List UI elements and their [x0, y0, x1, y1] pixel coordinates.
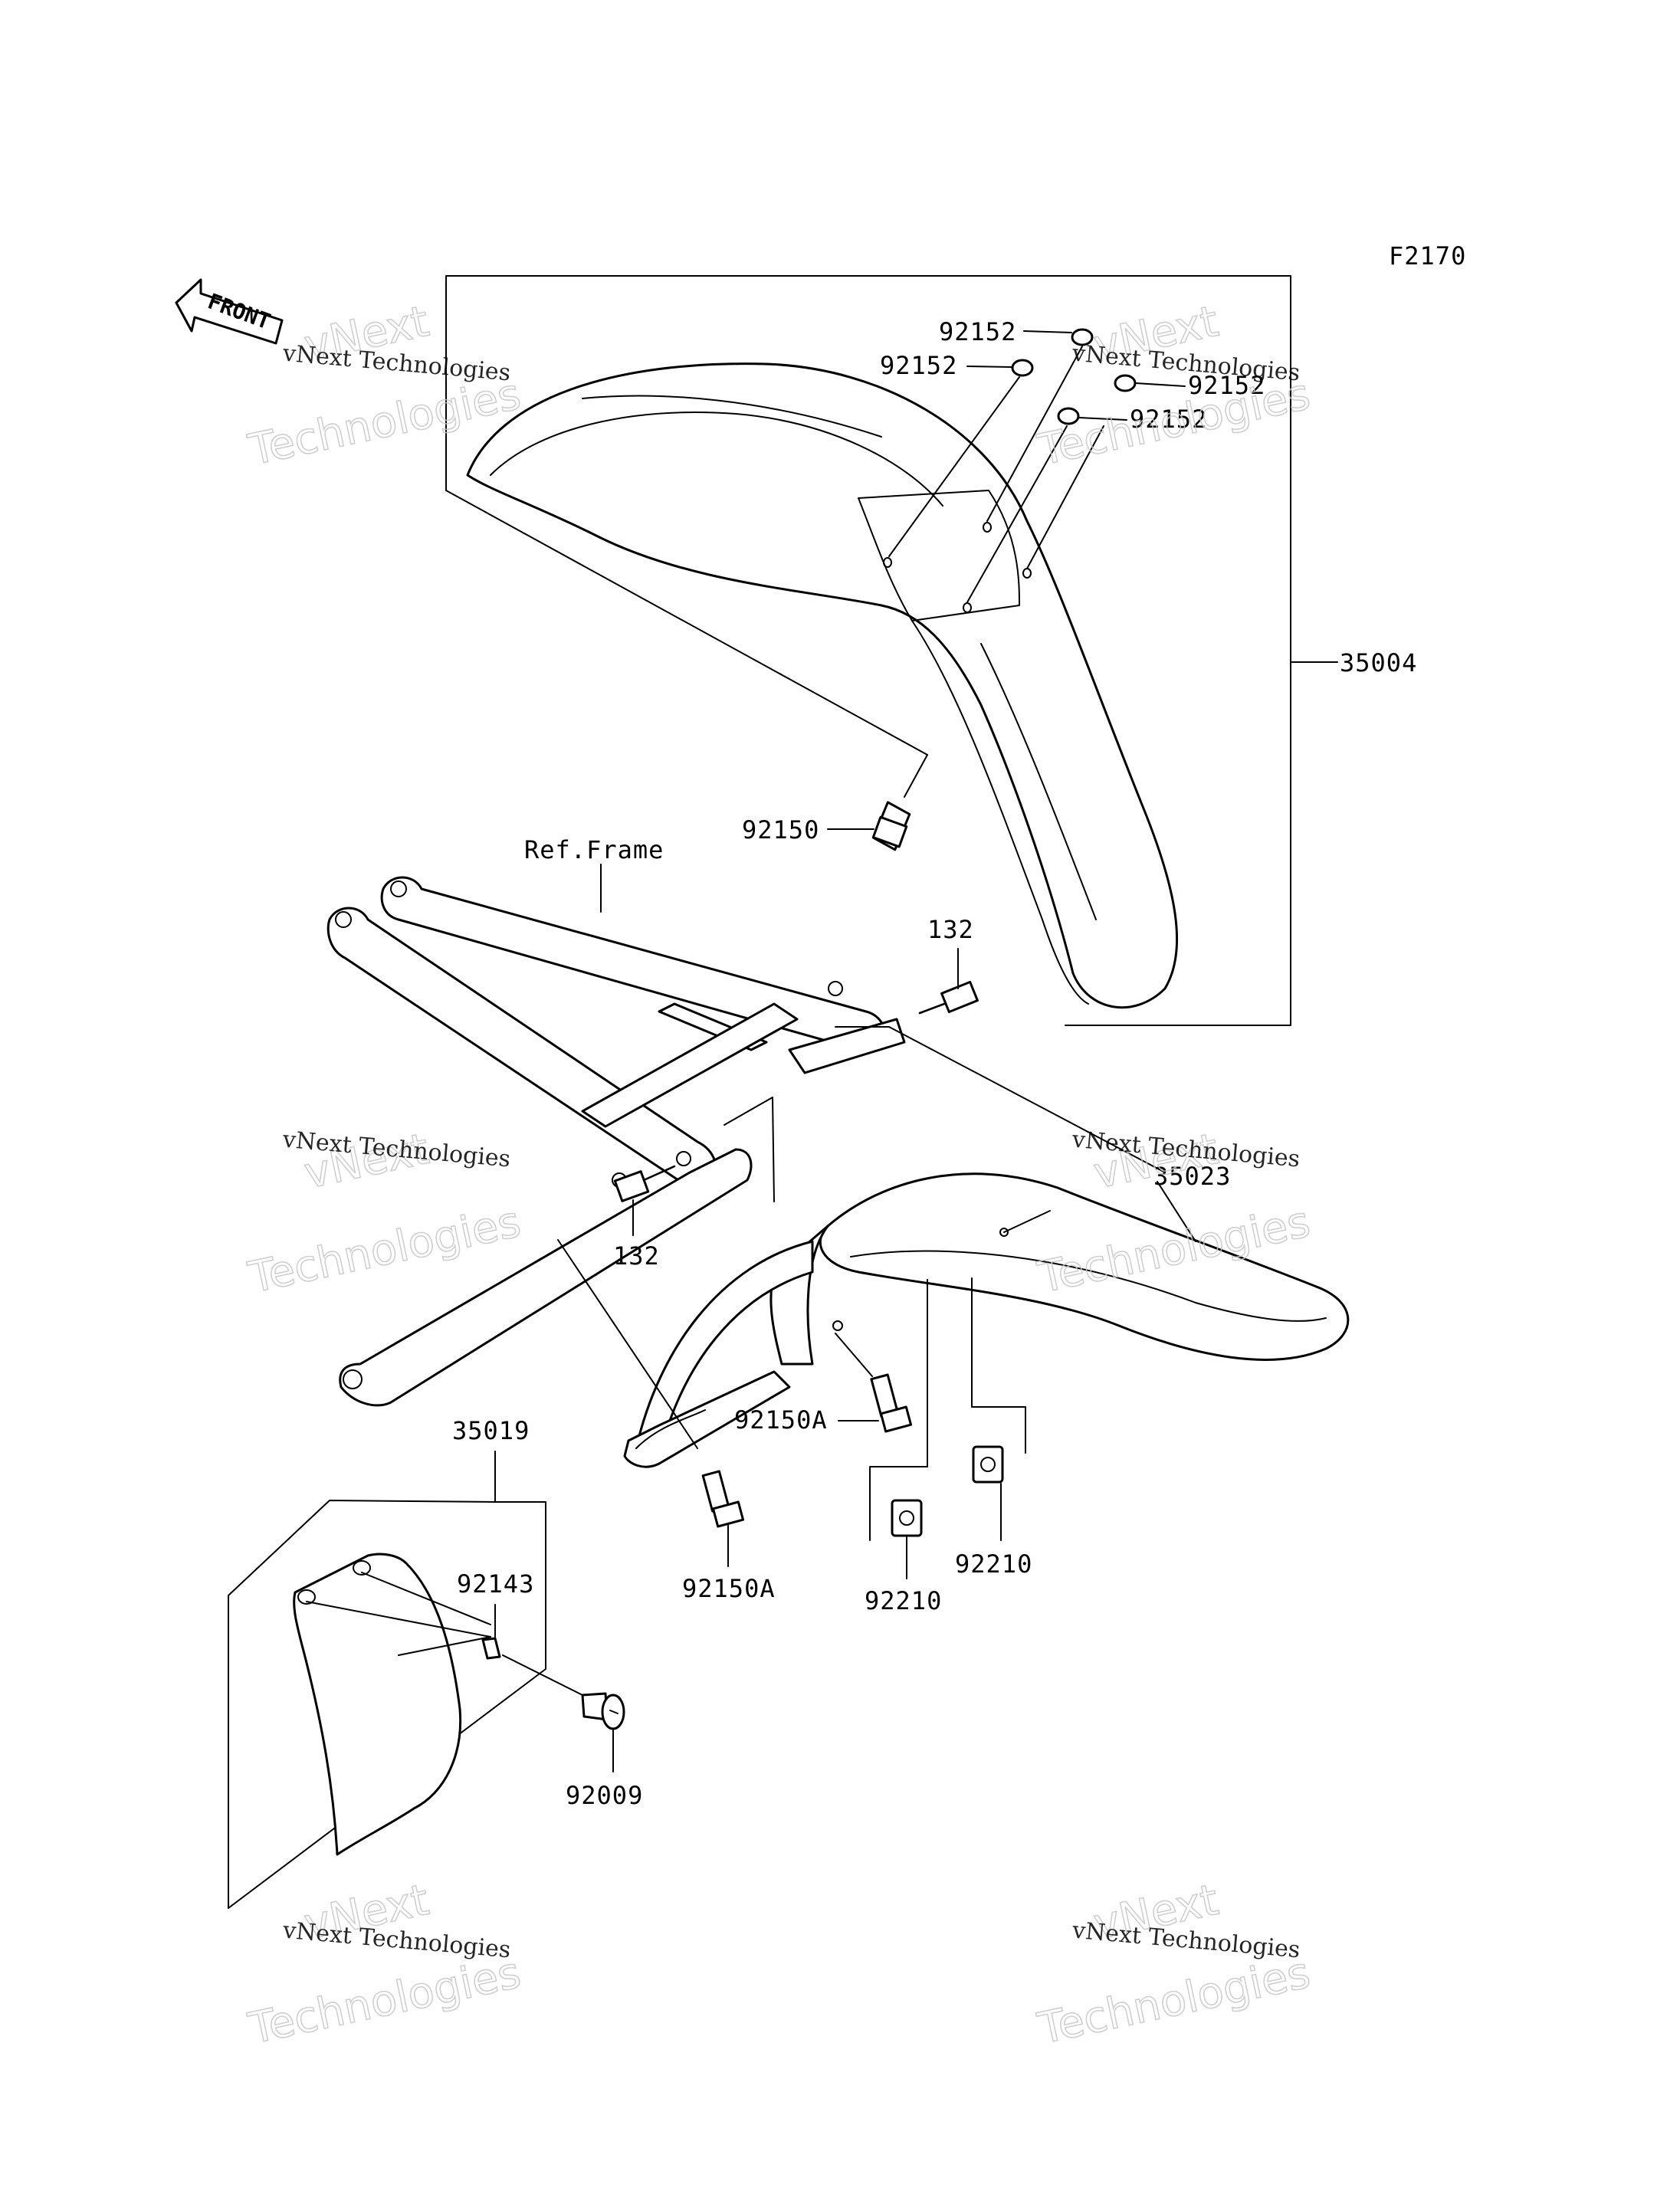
callout-92150A-b: 92150A	[682, 1574, 776, 1603]
svg-text:Technologies: Technologies	[1034, 1948, 1314, 2054]
callout-92152-c: 92152	[1188, 371, 1265, 400]
bolt-132-b: 132	[613, 1165, 676, 1271]
watermark-middle-left: vNext Technologies vNext Technologies	[244, 1123, 526, 1303]
svg-text:Technologies: Technologies	[244, 1948, 525, 2054]
mud-flap-group-box: 35019	[228, 1416, 546, 1909]
washer-92152-b: 92152	[880, 351, 1034, 557]
rear-subframe	[326, 876, 906, 1407]
callout-92152-b: 92152	[880, 351, 957, 380]
figure-code: F2170	[1389, 241, 1466, 271]
callout-92150A-a: 92150A	[734, 1405, 828, 1435]
callout-92210-b: 92210	[955, 1549, 1032, 1579]
front-arrow-icon: FRONT	[175, 278, 284, 345]
bolt-132-a: 132	[918, 915, 979, 1015]
mud-flap	[293, 1553, 491, 1856]
washer-92152-a: 92152	[939, 317, 1094, 522]
callout-92143: 92143	[457, 1569, 534, 1599]
washer-92152-c: 92152	[1114, 371, 1265, 400]
callout-35023: 35023	[1153, 1162, 1231, 1191]
watermark-bottom-right: vNext Technologies vNext Technologies	[1033, 1874, 1315, 2054]
callout-35019: 35019	[452, 1416, 530, 1445]
callout-92210-a: 92210	[865, 1586, 942, 1615]
collar-92143: 92143	[457, 1569, 583, 1696]
callout-92152-a: 92152	[939, 317, 1016, 346]
front-fender-group-box	[445, 275, 1291, 1026]
clip-nut-92210-a: 92210	[865, 1279, 942, 1615]
watermark-bottom-left: vNext Technologies vNext Technologies	[244, 1874, 526, 2054]
screw-92009: 92009	[566, 1692, 643, 1810]
washer-92152-d: 92152	[966, 405, 1207, 603]
bolt-92150A-b: 92150A	[557, 1239, 776, 1603]
bolt-92150: 92150	[742, 754, 928, 851]
bolt-92150A-a: 92150A	[734, 1333, 913, 1435]
callout-92152-d: 92152	[1130, 405, 1207, 434]
callout-132-a: 132	[927, 915, 974, 944]
rear-fender: 35023	[623, 1026, 1350, 1468]
clip-nut-92210-b: 92210	[955, 1277, 1032, 1579]
callout-132-b: 132	[613, 1241, 660, 1271]
callout-92150: 92150	[742, 815, 819, 844]
svg-text:Technologies: Technologies	[244, 1197, 525, 1303]
ref-frame-label: Ref.Frame	[524, 835, 664, 864]
front-fender	[466, 362, 1179, 1009]
callout-35004: 35004	[1340, 648, 1417, 677]
callout-92009: 92009	[566, 1781, 643, 1810]
